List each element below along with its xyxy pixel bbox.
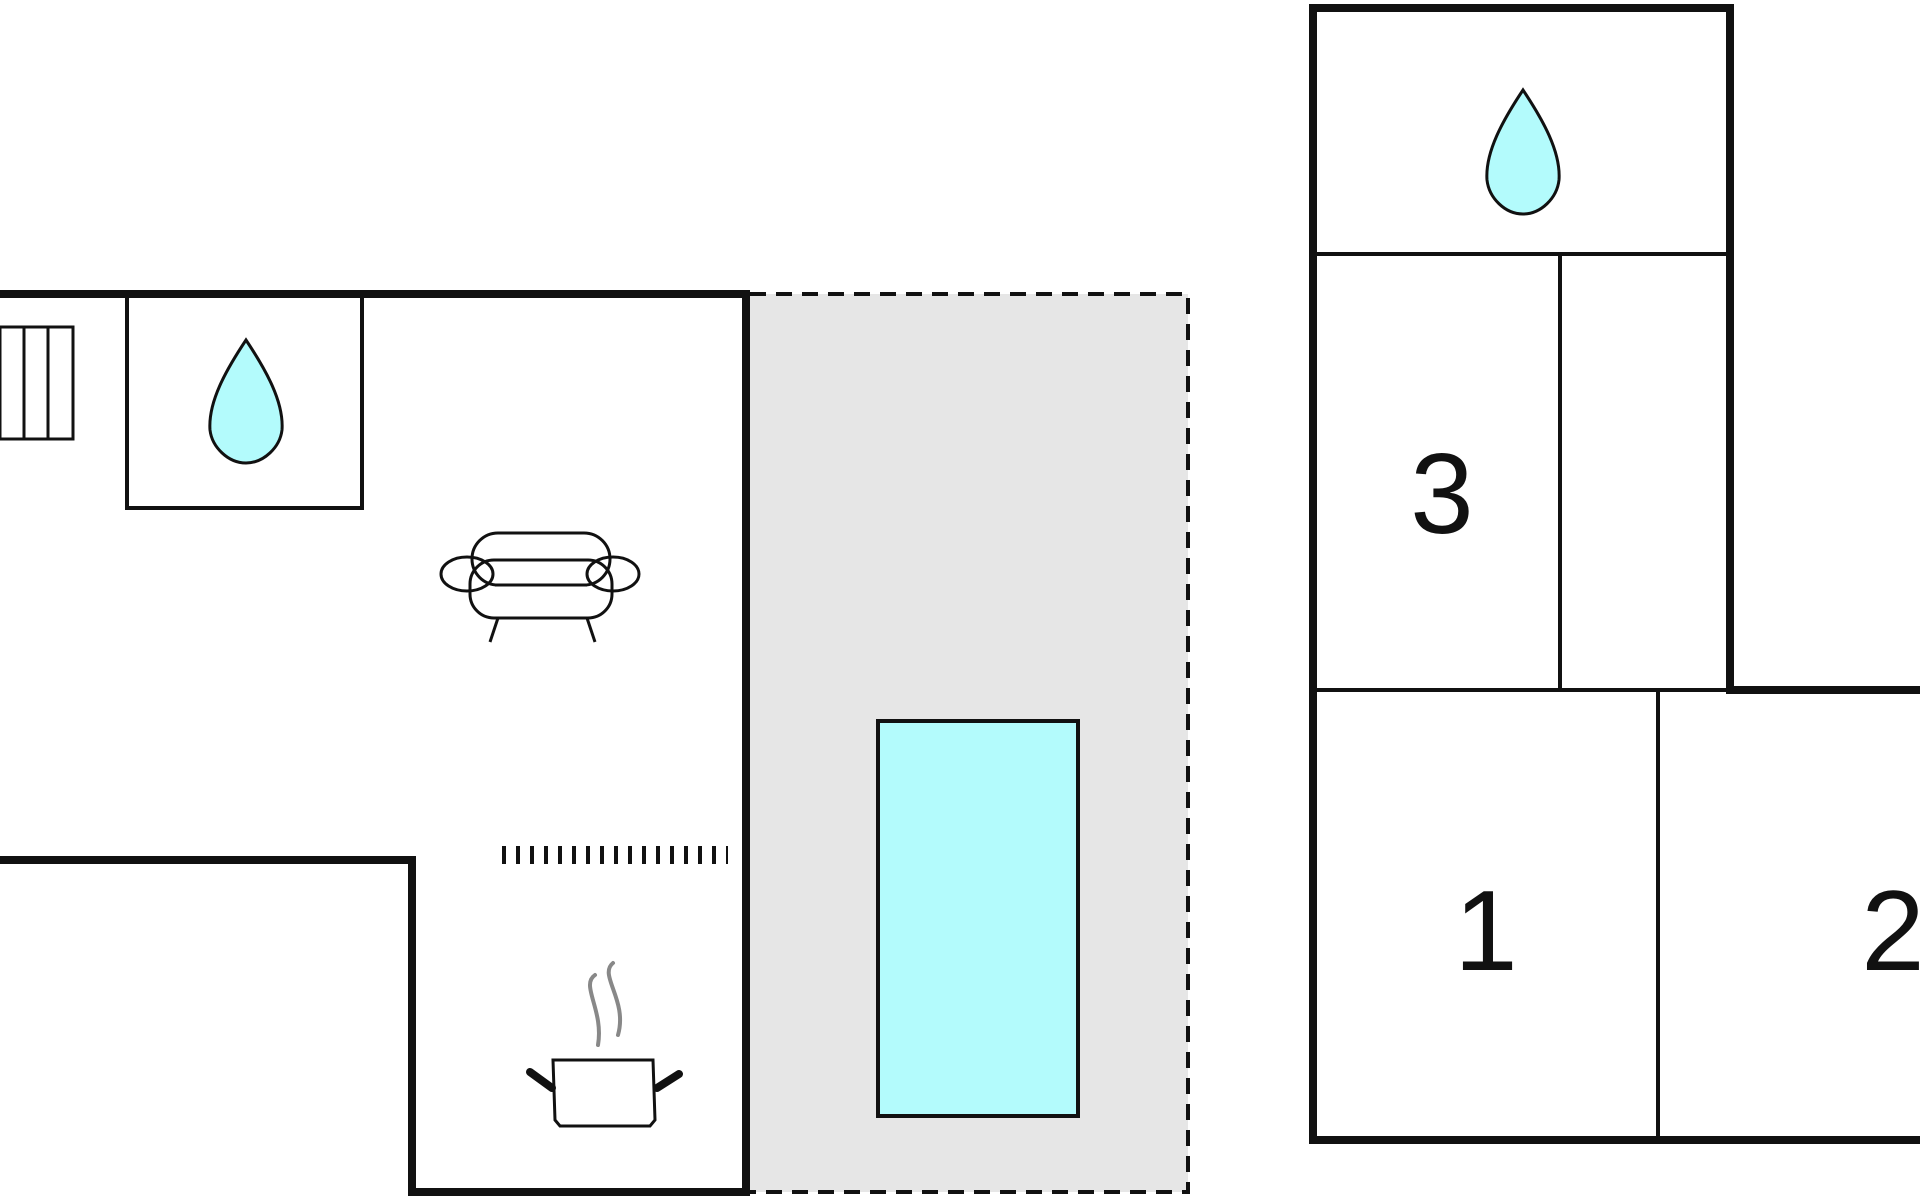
cooking-pot-icon (526, 961, 683, 1128)
pool-icon (876, 719, 1080, 1118)
bedroom-1-number: 1 (1454, 868, 1517, 995)
right-building-outer-wall (1309, 4, 1920, 1144)
water-drop-icon (208, 337, 284, 465)
bedroom-3-number: 3 (1410, 431, 1473, 558)
right-building: 3 1 2 (1309, 4, 1920, 1144)
left-building (0, 290, 750, 1196)
bedroom-2-number: 2 (1861, 868, 1920, 995)
water-drop-icon (1485, 87, 1561, 216)
sofa-icon (439, 531, 641, 643)
stairs-icon (0, 325, 75, 441)
terrace (750, 292, 1190, 1194)
bathroom-room (125, 292, 364, 510)
left-building-outer-wall (0, 290, 750, 1196)
terrace-dashed-border (750, 292, 1190, 1194)
